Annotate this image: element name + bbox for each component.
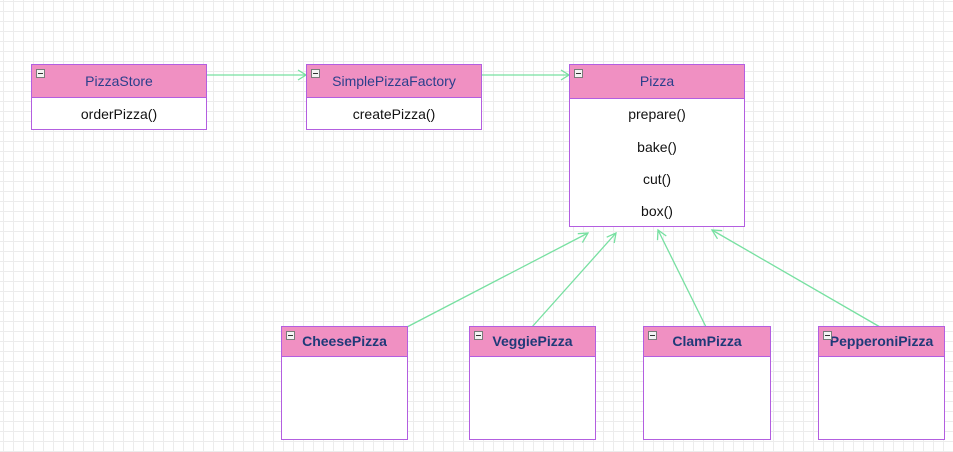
edge-clampizza-pizza[interactable] bbox=[657, 229, 707, 328]
operation: createPizza() bbox=[352, 106, 436, 122]
edge-factory-pizza-arrowhead bbox=[560, 69, 571, 81]
class-header: SimplePizzaFactory bbox=[307, 65, 481, 98]
class-cheese-pizza[interactable]: CheesePizza bbox=[281, 326, 408, 440]
class-pizza[interactable]: Pizza prepare() bake() cut() box() bbox=[569, 64, 745, 227]
edge-pepperonipizza-pizza[interactable] bbox=[711, 229, 881, 328]
operation-bake: bake() bbox=[637, 139, 677, 155]
edge-veggiepizza-pizza-arrowhead bbox=[606, 231, 617, 244]
class-name: PepperoniPizza bbox=[829, 333, 934, 349]
class-header: PepperoniPizza bbox=[819, 327, 944, 357]
edge-cheesepizza-pizza-arrowhead bbox=[577, 232, 590, 243]
class-name: ClamPizza bbox=[672, 333, 742, 349]
operations-compartment: prepare() bake() cut() box() bbox=[570, 99, 744, 227]
class-header: Pizza bbox=[570, 65, 744, 99]
edge-pizzastore-factory-arrowhead bbox=[297, 69, 308, 81]
operation-box: box() bbox=[641, 203, 673, 219]
collapse-icon[interactable] bbox=[474, 331, 483, 340]
collapse-icon[interactable] bbox=[574, 69, 583, 78]
class-header: ClamPizza bbox=[644, 327, 770, 357]
operation: orderPizza() bbox=[80, 106, 158, 122]
collapse-icon[interactable] bbox=[311, 69, 320, 78]
collapse-icon[interactable] bbox=[286, 331, 295, 340]
class-name: Pizza bbox=[639, 73, 675, 89]
collapse-icon[interactable] bbox=[36, 69, 45, 78]
class-name: CheesePizza bbox=[302, 333, 387, 349]
class-pizza-store[interactable]: PizzaStore orderPizza() bbox=[31, 64, 207, 130]
edge-pepperonipizza-pizza-arrowhead bbox=[710, 229, 723, 240]
edge-clampizza-pizza-arrowhead bbox=[656, 228, 667, 241]
collapse-icon[interactable] bbox=[823, 331, 832, 340]
class-header: VeggiePizza bbox=[470, 327, 595, 357]
class-clam-pizza[interactable]: ClamPizza bbox=[643, 326, 771, 440]
collapse-icon[interactable] bbox=[648, 331, 657, 340]
class-veggie-pizza[interactable]: VeggiePizza bbox=[469, 326, 596, 440]
class-name: SimplePizzaFactory bbox=[332, 73, 456, 89]
edge-cheesepizza-pizza[interactable] bbox=[406, 232, 589, 328]
operations-compartment: createPizza() bbox=[307, 98, 481, 130]
class-name: PizzaStore bbox=[85, 73, 153, 89]
operation-cut: cut() bbox=[643, 171, 671, 187]
edge-veggiepizza-pizza[interactable] bbox=[531, 232, 617, 328]
class-name: VeggiePizza bbox=[492, 333, 573, 349]
class-header: PizzaStore bbox=[32, 65, 206, 98]
operations-compartment: orderPizza() bbox=[32, 98, 206, 130]
operation-prepare: prepare() bbox=[628, 106, 686, 122]
class-header: CheesePizza bbox=[282, 327, 407, 357]
class-simple-pizza-factory[interactable]: SimplePizzaFactory createPizza() bbox=[306, 64, 482, 130]
class-pepperoni-pizza[interactable]: PepperoniPizza bbox=[818, 326, 945, 440]
